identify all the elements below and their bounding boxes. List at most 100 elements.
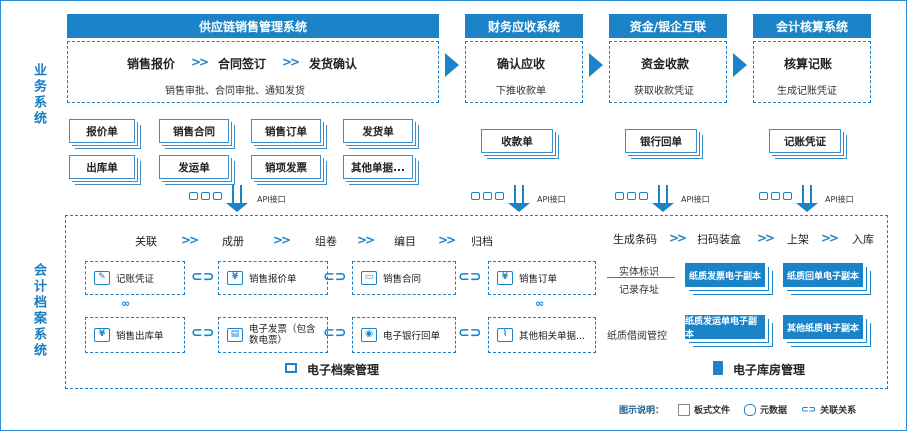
archive-step-1: 关联 xyxy=(135,235,157,248)
middle-text-b: 记录存址 xyxy=(619,285,659,296)
flow-arrow-icon xyxy=(589,53,603,77)
middle-text-c: 纸质借阅管控 xyxy=(607,331,667,342)
link-icon: ⊂⊃ xyxy=(323,325,347,341)
link-vertical-icon: ∞ xyxy=(121,297,131,310)
down-arrow-icon xyxy=(226,185,248,212)
chevron-icon: >> xyxy=(273,233,291,247)
yen-doc-icon: ¥ xyxy=(227,271,243,285)
archive-step-2: 成册 xyxy=(222,235,244,248)
chevron-icon: >> xyxy=(191,55,209,69)
header-finance: 财务应收系统 xyxy=(465,14,583,38)
api-label: API接口 xyxy=(537,195,566,204)
paper-copy-slip: 纸质回单电子副本 xyxy=(783,263,863,287)
link-icon: ⊂⊃ xyxy=(191,325,215,341)
header-accounting: 会计核算系统 xyxy=(753,14,871,38)
api-label: API接口 xyxy=(257,195,286,204)
accounting-box xyxy=(753,41,871,103)
database-icon xyxy=(213,192,222,200)
library-step-1: 生成条码 xyxy=(613,233,657,246)
legend-item-b: 元数据 xyxy=(760,406,788,416)
card-order[interactable]: ¥销售订单 xyxy=(488,261,596,295)
archive-step-5: 归档 xyxy=(471,235,493,248)
api-connector xyxy=(189,192,222,200)
link-icon xyxy=(189,192,198,200)
chevron-icon: >> xyxy=(821,231,839,245)
archive-step-4: 编目 xyxy=(394,235,416,248)
legend-item-a: 板式文件 xyxy=(694,406,731,416)
accounting-step: 核算记账 xyxy=(784,57,833,71)
chevron-icon: >> xyxy=(357,233,375,247)
pdf-icon xyxy=(771,192,780,200)
header-supply: 供应链销售管理系统 xyxy=(67,14,439,38)
pdf-icon xyxy=(483,192,492,200)
doc-bank-slip: 银行回单 xyxy=(625,129,697,153)
card-voucher[interactable]: ✎记账凭证 xyxy=(85,261,185,295)
finance-step: 确认应收 xyxy=(497,57,546,71)
chevron-icon: >> xyxy=(757,231,775,245)
invoice-icon: ▤ xyxy=(227,328,243,342)
paper-copy-invoice: 纸质发票电子副本 xyxy=(685,263,765,287)
contract-icon: ▭ xyxy=(361,271,377,285)
side-label-archive: 会计档案系统 xyxy=(31,263,46,359)
down-arrow-icon xyxy=(652,185,674,212)
database-icon xyxy=(783,192,792,200)
card-other[interactable]: ⌇其他相关单据... xyxy=(488,317,596,353)
doc-voucher: 记账凭证 xyxy=(769,129,841,153)
card-contract[interactable]: ▭销售合同 xyxy=(352,261,456,295)
supply-step-2: 合同签订 xyxy=(218,57,267,71)
file-icon xyxy=(713,361,723,375)
header-funds: 资金/银企互联 xyxy=(609,14,727,38)
doc-other: 其他单据... xyxy=(343,155,413,179)
chevron-icon: >> xyxy=(669,231,687,245)
link-icon xyxy=(759,192,768,200)
library-step-4: 入库 xyxy=(852,233,874,246)
link-icon: ⊂⊃ xyxy=(323,269,347,285)
pdf-icon xyxy=(627,192,636,200)
database-icon xyxy=(639,192,648,200)
library-mgmt-label: 电子库房管理 xyxy=(733,363,806,377)
middle-arrow-left xyxy=(607,277,675,278)
legend: 图示说明： 板式文件 元数据 ⊂⊃ 关联关系 xyxy=(619,403,856,416)
card-quotation[interactable]: ¥销售报价单 xyxy=(218,261,328,295)
link-icon: ⊂⊃ xyxy=(801,404,817,415)
link-icon: ⊂⊃ xyxy=(191,269,215,285)
middle-text-a: 实体标识 xyxy=(619,267,659,278)
card-outbound[interactable]: ¥销售出库单 xyxy=(85,317,185,353)
card-einvoice[interactable]: ▤电子发票（包含数电票） xyxy=(218,317,328,353)
doc-sales-invoice: 销项发票 xyxy=(251,155,321,179)
pdf-icon xyxy=(678,403,691,416)
supply-box xyxy=(67,41,439,103)
finance-box xyxy=(465,41,583,103)
chevron-icon: >> xyxy=(282,55,300,69)
doc-shipping: 发运单 xyxy=(159,155,229,179)
accounting-sub: 生成记账凭证 xyxy=(777,86,837,97)
outbound-icon: ¥ xyxy=(94,328,110,342)
api-connector xyxy=(615,192,648,200)
order-icon: ¥ xyxy=(497,271,513,285)
library-step-3: 上架 xyxy=(787,233,809,246)
doc-quotation: 报价单 xyxy=(69,119,135,143)
down-arrow-icon xyxy=(508,185,530,212)
card-bank-slip[interactable]: ◉电子银行回单 xyxy=(352,317,456,353)
chevron-icon: >> xyxy=(438,233,456,247)
side-label-business: 业务系统 xyxy=(31,63,46,127)
api-connector xyxy=(759,192,792,200)
paper-copy-other: 其他纸质电子副本 xyxy=(783,315,863,339)
api-label: API接口 xyxy=(681,195,710,204)
funds-box xyxy=(609,41,727,103)
doc-sales-contract: 销售合同 xyxy=(159,119,229,143)
supply-sub: 销售审批、合同审批、通知发货 xyxy=(165,86,305,97)
pdf-icon xyxy=(201,192,210,200)
doc-delivery: 发货单 xyxy=(343,119,413,143)
doc-outbound: 出库单 xyxy=(69,155,135,179)
link-icon xyxy=(615,192,624,200)
archive-box xyxy=(65,215,888,389)
database-icon xyxy=(744,403,757,416)
flow-arrow-icon xyxy=(733,53,747,77)
flow-arrow-icon xyxy=(445,53,459,77)
supply-step-1: 销售报价 xyxy=(127,57,176,71)
doc-receipt: 收款单 xyxy=(481,129,553,153)
finance-sub: 下推收款单 xyxy=(496,86,546,97)
legend-item-c: 关联关系 xyxy=(820,406,857,416)
